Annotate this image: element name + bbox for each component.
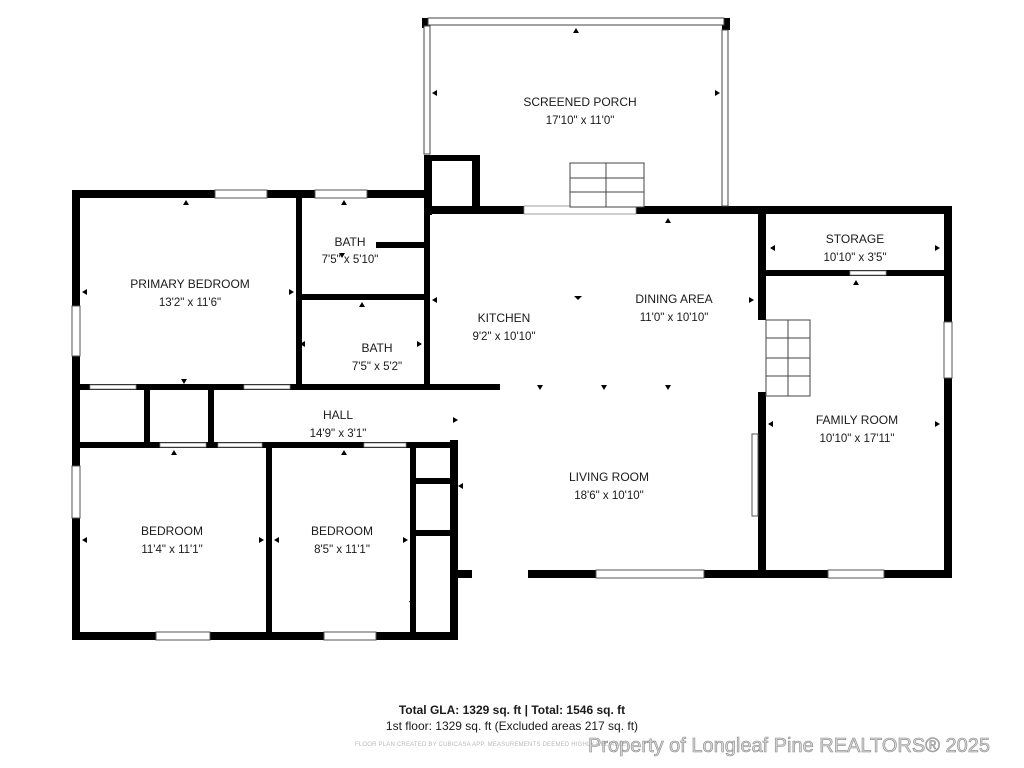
room-dims-family-room: 10'10" x 17'11" [819, 433, 894, 445]
room-name-bath-1: BATH [334, 235, 365, 249]
room-dims-bedroom-1: 11'4" x 11'1" [141, 544, 202, 556]
room-name-bedroom-2: BEDROOM [311, 524, 373, 538]
copyright-watermark: Property of Longleaf Pine REALTORS® 2025 [588, 735, 991, 758]
room-dims-living-room: 18'6" x 10'10" [574, 490, 643, 502]
room-dims-storage: 10'10" x 3'5" [823, 252, 886, 264]
openings [89, 205, 887, 448]
walls [72, 18, 952, 640]
room-name-hall: HALL [323, 408, 353, 422]
porch-screens [423, 17, 729, 207]
windows [71, 189, 953, 641]
room-labels: SCREENED PORCH 17'10" x 11'0" PRIMARY BE… [130, 95, 898, 556]
room-name-primary-bedroom: PRIMARY BEDROOM [130, 277, 250, 291]
room-name-kitchen: KITCHEN [478, 311, 531, 325]
room-dims-screened-porch: 17'10" x 11'0" [546, 115, 615, 127]
room-dims-bedroom-2: 8'5" x 11'1" [314, 544, 370, 556]
room-name-bedroom-1: BEDROOM [141, 524, 203, 538]
room-dims-bath-2: 7'5" x 5'2" [352, 361, 402, 373]
room-dims-hall: 14'9" x 3'1" [310, 428, 367, 440]
total-area-summary: Total GLA: 1329 sq. ft | Total: 1546 sq.… [398, 703, 626, 717]
room-dims-bath-1: 7'5" x 5'10" [322, 254, 379, 266]
room-name-bath-2: BATH [361, 341, 392, 355]
floor-plan-credit: FLOOR PLAN CREATED BY CUBICASA APP. MEAS… [355, 742, 627, 748]
room-dims-primary-bedroom: 13'2" x 11'6" [159, 297, 221, 309]
room-name-storage: STORAGE [826, 232, 884, 246]
room-name-dining-area: DINING AREA [635, 292, 712, 306]
room-dims-kitchen: 9'2" x 10'10" [472, 331, 535, 343]
room-name-screened-porch: SCREENED PORCH [523, 95, 636, 109]
room-name-family-room: FAMILY ROOM [816, 413, 898, 427]
stairs [569, 162, 811, 397]
room-dims-dining-area: 11'0" x 10'10" [640, 312, 709, 324]
first-floor-summary: 1st floor: 1329 sq. ft (Excluded areas 2… [385, 719, 639, 733]
dimension-ticks [82, 28, 940, 606]
room-name-living-room: LIVING ROOM [569, 470, 649, 484]
